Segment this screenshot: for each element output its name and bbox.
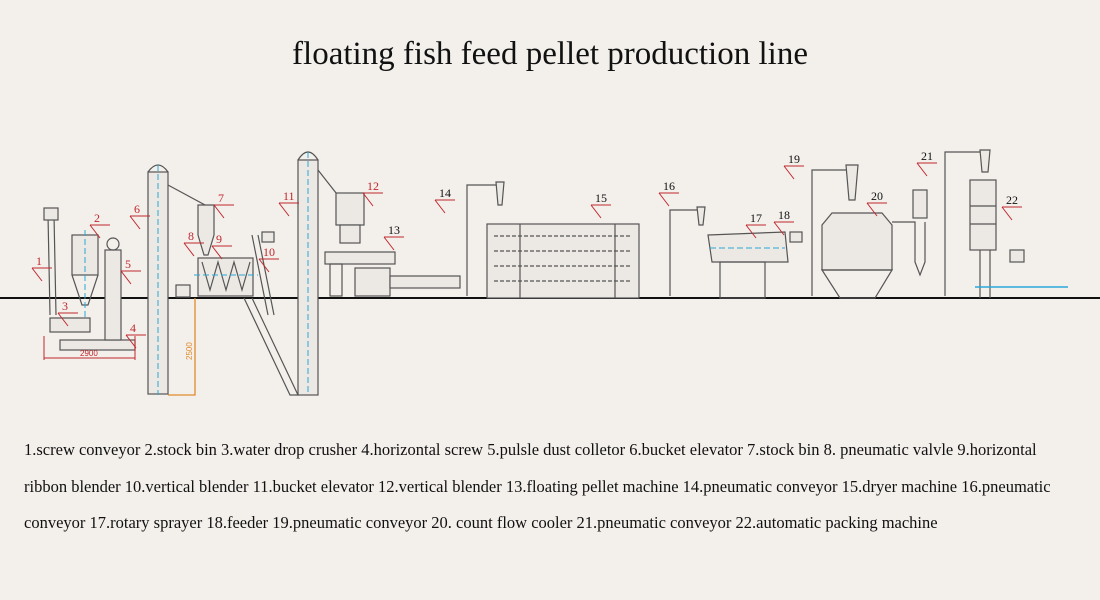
callout-leader xyxy=(125,334,137,349)
callout-label-18: 18 xyxy=(778,208,790,222)
screw-conveyor-1 xyxy=(43,207,59,316)
callout-label-12: 12 xyxy=(367,179,379,193)
callout-leader xyxy=(773,221,785,236)
pneumatic-conveyor-16 xyxy=(669,206,706,296)
callout-leader xyxy=(213,204,225,219)
bucket-elevator-6 xyxy=(147,164,206,395)
stock-bin-2 xyxy=(71,230,99,330)
callout-label-6: 6 xyxy=(134,202,140,216)
dimension-vertical: 2500 xyxy=(185,342,194,360)
counter-flow-cooler-20 xyxy=(820,189,928,299)
callout-label-20: 20 xyxy=(871,189,883,203)
callout-label-13: 13 xyxy=(388,223,400,237)
feeder-18 xyxy=(789,231,803,243)
bucket-elevator-11 xyxy=(297,151,341,396)
legend-line-1: 1.screw conveyor 2.stock bin 3.water dro… xyxy=(24,440,1037,459)
callout-leader xyxy=(745,224,757,239)
pneumatic-conveyor-14 xyxy=(466,181,505,296)
callout-leader xyxy=(916,162,928,177)
floating-pellet-machine-13 xyxy=(324,251,461,297)
callout-label-11: 11 xyxy=(283,189,295,203)
diagram-title: floating fish feed pellet production lin… xyxy=(292,36,808,72)
callout-leader xyxy=(434,199,446,214)
callout-leader xyxy=(129,215,141,230)
callout-leader xyxy=(1001,206,1013,221)
callout-leader xyxy=(57,312,69,327)
callout-label-15: 15 xyxy=(595,191,607,205)
callout-leader xyxy=(590,204,602,219)
callout-leader xyxy=(278,202,290,217)
callout-label-1: 1 xyxy=(36,254,42,268)
horizontal-screw-4 xyxy=(43,336,136,360)
callout-label-19: 19 xyxy=(788,152,800,166)
pneumatic-conveyor-21 xyxy=(944,149,991,296)
dryer-machine-15 xyxy=(486,223,640,299)
legend-line-2: ribbon blender 10.vertical blender 11.bu… xyxy=(24,477,1051,496)
callout-label-17: 17 xyxy=(750,211,762,225)
automatic-packing-machine-22 xyxy=(969,179,1068,298)
rotary-sprayer-17 xyxy=(707,231,789,299)
callout-label-7: 7 xyxy=(218,191,224,205)
callout-label-3: 3 xyxy=(62,299,68,313)
callout-leader xyxy=(383,236,395,251)
callout-label-14: 14 xyxy=(439,186,451,200)
callout-leader xyxy=(658,192,670,207)
callout-label-16: 16 xyxy=(663,179,675,193)
stock-bin-7 xyxy=(197,204,215,256)
callout-leader xyxy=(183,242,195,257)
callout-label-4: 4 xyxy=(130,321,136,335)
callout-leader xyxy=(120,270,132,285)
horizontal-ribbon-blender-9 xyxy=(194,257,258,297)
callout-label-8: 8 xyxy=(188,229,194,243)
callout-label-22: 22 xyxy=(1006,193,1018,207)
callout-leader xyxy=(783,165,795,180)
pulse-dust-collector-5 xyxy=(104,237,122,341)
vertical-blender-12 xyxy=(335,192,365,244)
pneumatic-conveyor-19 xyxy=(811,164,859,296)
dimension-horizontal: 2900 xyxy=(80,349,98,358)
callout-label-2: 2 xyxy=(94,211,100,225)
dimension-line xyxy=(168,298,196,396)
callout-leader xyxy=(258,258,270,273)
motor-8 xyxy=(175,284,191,298)
callout-label-9: 9 xyxy=(216,232,222,246)
callout-leader xyxy=(866,202,878,217)
water-drop-crusher-3 xyxy=(49,317,91,333)
legend-line-3: conveyor 17.rotary sprayer 18.feeder 19.… xyxy=(24,513,938,532)
callout-label-5: 5 xyxy=(125,257,131,271)
callout-leader xyxy=(211,245,223,260)
callout-label-21: 21 xyxy=(921,149,933,163)
vertical-blender-10 xyxy=(243,231,299,396)
callout-leader xyxy=(31,267,43,282)
callout-label-10: 10 xyxy=(263,245,275,259)
callout-leader xyxy=(362,192,374,207)
callout-leader xyxy=(89,224,101,239)
